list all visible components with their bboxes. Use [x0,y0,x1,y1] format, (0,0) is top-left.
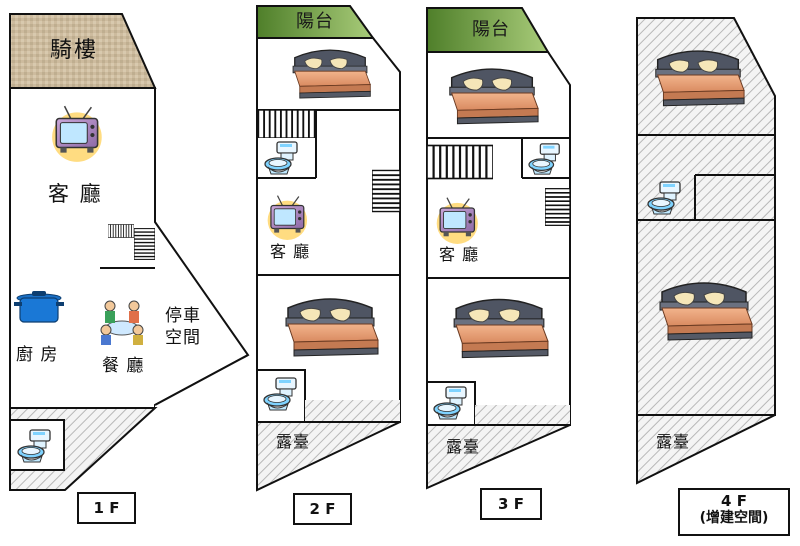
parking-label: 停車 空間 [165,306,201,349]
stairs-icon [427,143,493,181]
floor-4-terrace [636,414,776,485]
bed-icon [285,298,379,357]
stairs-icon [134,227,155,261]
f2-living-room-label: 客 廳 [270,242,311,261]
stairs-icon [257,110,316,138]
bed-icon [448,68,539,125]
floor-2-caption: 2 F [293,493,352,525]
dining-people-icon [100,300,144,345]
kitchen-label: 廚 房 [16,345,59,365]
floor-2-plan [256,5,401,492]
f2-terrace-label: 露臺 [276,432,311,451]
floor-3-caption-text: 3 F [498,495,524,513]
f2-balcony-label: 陽台 [296,11,334,32]
floor-2-caption-text: 2 F [309,500,336,518]
f3-terrace-label: 露臺 [446,437,481,456]
stairs-icon [108,223,134,239]
floor-3-plan [426,7,571,490]
bed-icon [292,49,371,99]
f3-balcony-label: 陽台 [472,19,510,40]
floor-3-terrace [426,424,571,490]
stairs-icon [545,187,570,227]
floor-4-caption-text: 4 F [721,492,747,510]
floor-2-terrace [256,421,401,492]
arcade-label: 騎樓 [50,38,99,63]
floor-4-caption-note: (增建空間) [699,510,769,527]
bed-icon [654,50,745,107]
bed-icon [659,282,753,341]
floor-1-plan [9,13,250,491]
floor-1-caption: 1 F [77,492,136,524]
floor-3-caption: 3 F [480,488,542,520]
pot-icon [14,291,64,323]
floor-4-caption: 4 F (增建空間) [678,488,790,536]
f4-terrace-label: 露臺 [656,432,691,451]
bed-icon [453,298,549,359]
stairs-icon [372,169,400,213]
floor-4-plan [636,17,776,485]
f3-living-room-label: 客 廳 [439,245,480,264]
floor-1-caption-text: 1 F [93,499,120,517]
f1-living-room-label: 客 廳 [48,182,103,206]
dining-label: 餐 廳 [102,356,145,376]
